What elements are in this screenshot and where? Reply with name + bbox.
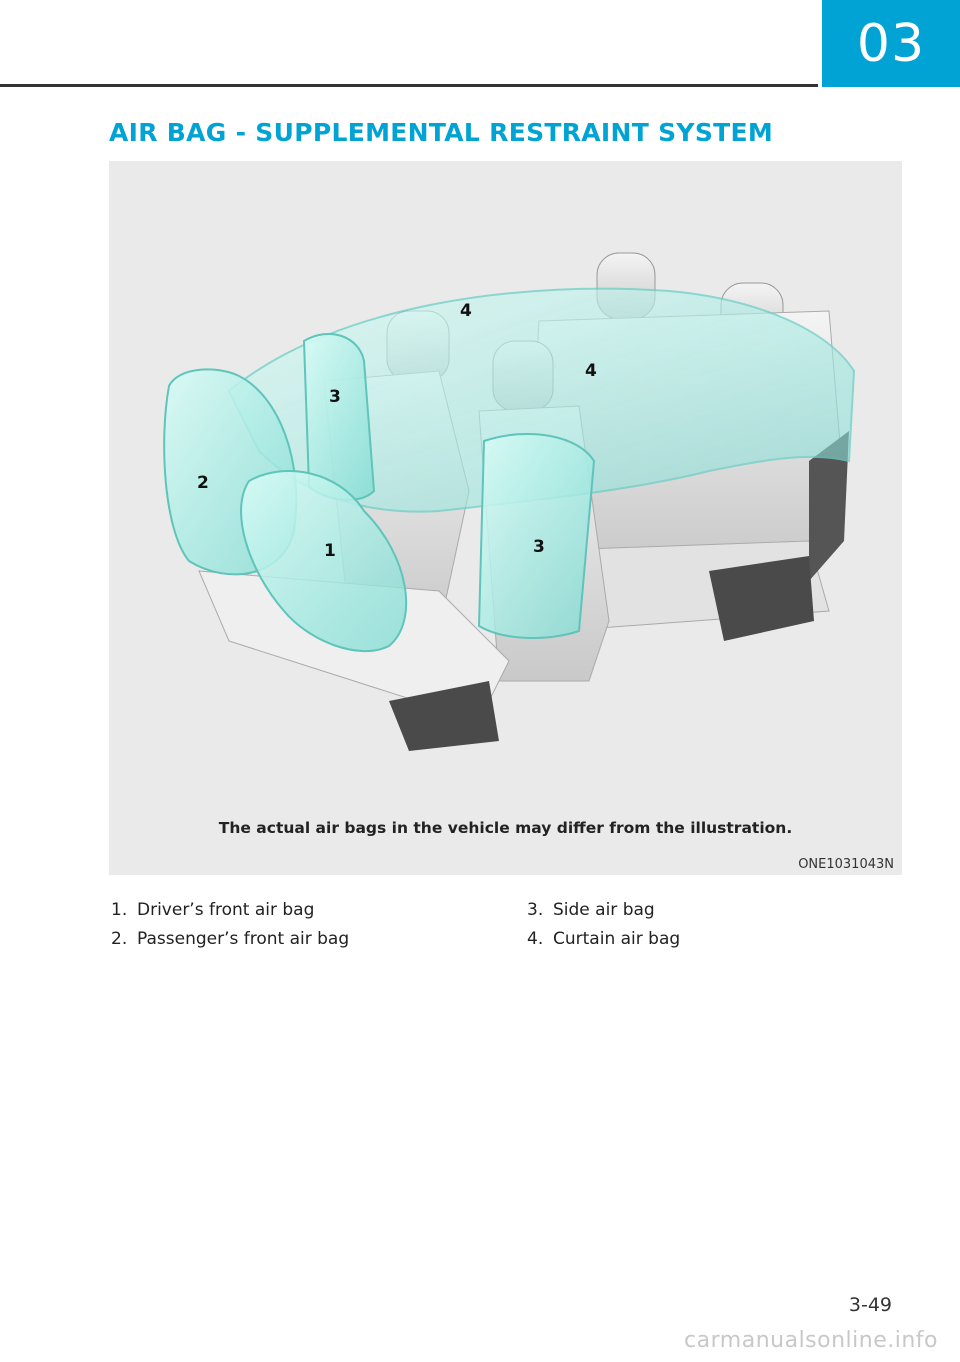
- legend-label: Driver’s front air bag: [137, 900, 315, 920]
- chapter-tab: 03: [822, 0, 960, 87]
- callout-4-upper: 4: [460, 301, 472, 321]
- page-number: 3-49: [848, 1294, 892, 1316]
- legend-label: Curtain air bag: [553, 929, 681, 949]
- header-rule: [0, 84, 818, 87]
- legend-number: 3.: [527, 900, 544, 920]
- legend-label: Passenger’s front air bag: [137, 929, 350, 949]
- figure-caption: The actual air bags in the vehicle may d…: [218, 819, 793, 837]
- curtain-airbag: [227, 287, 856, 513]
- figure-code: ONE1031043N: [798, 857, 894, 872]
- legend-number: 4.: [527, 929, 544, 949]
- callout-1: 1: [324, 541, 336, 561]
- driver-front-airbag: [240, 470, 408, 653]
- airbag-illustration-graphic: [163, 252, 856, 751]
- legend-left: 1. Driver’s front air bag 2. Passenger’s…: [111, 900, 491, 958]
- callout-2: 2: [197, 473, 209, 493]
- legend-item: 4. Curtain air bag: [527, 929, 907, 958]
- callout-4-lower: 4: [585, 361, 597, 381]
- legend-label: Side air bag: [553, 900, 655, 920]
- watermark: carmanualsonline.info: [684, 1328, 938, 1353]
- legend-item: 3. Side air bag: [527, 900, 907, 929]
- callout-3-upper: 3: [329, 387, 341, 407]
- side-airbag-rear: [477, 432, 596, 639]
- legend-item: 1. Driver’s front air bag: [111, 900, 491, 929]
- legend-right: 3. Side air bag 4. Curtain air bag: [527, 900, 907, 958]
- callout-3-lower: 3: [533, 537, 545, 557]
- legend-number: 2.: [111, 929, 128, 949]
- section-title: AIR BAG - SUPPLEMENTAL RESTRAINT SYSTEM: [109, 118, 774, 147]
- legend-item: 2. Passenger’s front air bag: [111, 929, 491, 958]
- airbag-illustration: 4 3 2 1 4 3 The actual air bags in the v…: [109, 161, 902, 875]
- legend-number: 1.: [111, 900, 128, 920]
